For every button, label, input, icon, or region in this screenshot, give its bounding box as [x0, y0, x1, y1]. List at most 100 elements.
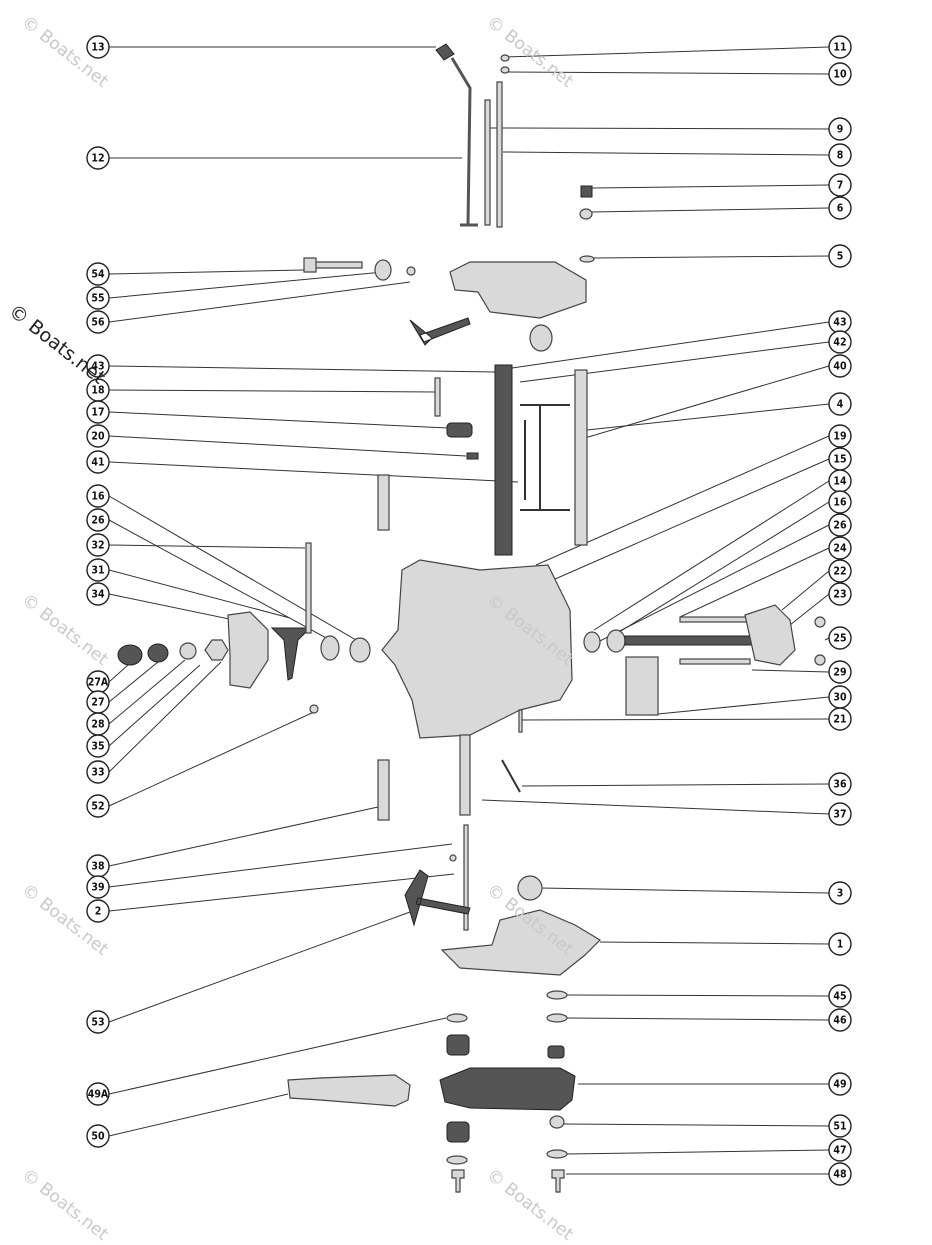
leader-line: [539, 887, 830, 894]
leader-line: [108, 544, 306, 549]
callout-8: 8: [828, 143, 852, 167]
callout-number: 17: [91, 407, 104, 419]
callout-35: 35: [86, 734, 110, 758]
part-41-shaft: [494, 364, 513, 556]
leader-line: [108, 661, 159, 703]
callout-circle: [86, 354, 110, 378]
part-25-nut-b: [814, 654, 826, 666]
leader-line: [519, 341, 830, 383]
callout-27A: 27A: [86, 670, 110, 694]
callout-41: 41: [86, 450, 110, 474]
callout-circle: [828, 330, 852, 354]
callout-number: 3: [837, 888, 844, 900]
leader-line: [577, 365, 830, 441]
callout-34: 34: [86, 582, 110, 606]
callout-number: 20: [91, 431, 105, 443]
callout-12: 12: [86, 146, 110, 170]
callout-circle: [828, 881, 852, 905]
callout-circle: [828, 1138, 852, 1162]
callout-circle: [828, 559, 852, 583]
callout-26: 26: [828, 513, 852, 537]
callout-circle: [86, 582, 110, 606]
callout-circle: [828, 626, 852, 650]
part-46-washer: [546, 1013, 568, 1023]
leader-line: [521, 783, 830, 787]
callout-number: 40: [833, 361, 847, 373]
callout-27: 27: [86, 690, 110, 714]
part-thumb-screw-upper: [409, 317, 471, 346]
leader-line: [108, 269, 305, 275]
callout-number: 30: [833, 692, 847, 704]
callout-16: 16: [86, 484, 110, 508]
callout-circle: [86, 734, 110, 758]
leader-line: [108, 873, 455, 912]
callout-2: 2: [86, 899, 110, 923]
leader-line: [591, 207, 830, 213]
callout-circle: [828, 354, 852, 378]
callout-circle: [828, 707, 852, 731]
leader-line: [789, 593, 830, 626]
callout-circle: [828, 117, 852, 141]
leader-line: [591, 184, 830, 189]
callout-4: 4: [828, 392, 852, 416]
callout-circle: [828, 932, 852, 956]
callout-circle: [86, 794, 110, 818]
callout-number: 5: [837, 251, 844, 263]
callout-15: 15: [828, 447, 852, 471]
callout-11: 11: [828, 35, 852, 59]
callout-50: 50: [86, 1124, 110, 1148]
part-26-washer: [320, 635, 340, 661]
callout-circle: [86, 558, 110, 582]
callout-circle: [86, 760, 110, 784]
leader-line: [108, 519, 331, 641]
part-21-pin: [518, 709, 523, 733]
leader-line: [751, 669, 830, 673]
part-long-pin-upper: [377, 474, 390, 531]
callout-21: 21: [828, 707, 852, 731]
callout-number: 43: [91, 361, 104, 373]
part-22-clamp: [744, 604, 796, 666]
part-56-nut: [406, 266, 416, 276]
part-47-washer: [546, 1149, 568, 1159]
callout-circle: [828, 582, 852, 606]
callout-circle: [86, 400, 110, 424]
part-55-washer: [374, 259, 392, 281]
callout-circle: [828, 1008, 852, 1032]
part-48-screw: [551, 1169, 565, 1193]
callout-number: 48: [833, 1169, 846, 1181]
part-3-pad: [517, 875, 543, 901]
exploded-parts-diagram: 13125455564318172041162632313427A2728353…: [86, 35, 852, 1193]
part-29-bolt: [679, 658, 751, 665]
callout-number: 19: [833, 431, 846, 443]
callout-number: 13: [91, 42, 104, 54]
part-washer-lower-left: [446, 1155, 468, 1165]
callout-circle: [828, 1162, 852, 1186]
callout-circle: [86, 146, 110, 170]
part-5-washer: [579, 255, 595, 263]
callout-number: 53: [91, 1017, 104, 1029]
part-2-thumb-screw: [404, 869, 471, 927]
leader-line: [108, 411, 449, 429]
callout-9: 9: [828, 117, 852, 141]
part-upper-clamp: [449, 261, 587, 319]
part-33-setscrew: [309, 704, 319, 714]
callout-circle: [828, 1114, 852, 1138]
part-bushing-upper-right: [547, 1045, 565, 1059]
callout-number: 56: [91, 317, 105, 329]
callout-number: 34: [91, 589, 105, 601]
callout-number: 49A: [88, 1089, 109, 1101]
part-28-washer: [179, 642, 197, 660]
callout-number: 33: [91, 767, 104, 779]
part-27-cap: [147, 643, 169, 663]
leader-line: [504, 46, 830, 58]
part-45-washer: [546, 990, 568, 1000]
callout-circle: [828, 62, 852, 86]
part-35-nut: [204, 639, 229, 661]
callout-49: 49: [828, 1072, 852, 1096]
part-37-bolt: [459, 734, 471, 816]
leader-line: [563, 1123, 830, 1127]
callout-number: 27A: [88, 677, 109, 689]
callout-number: 45: [833, 991, 846, 1003]
callout-number: 4: [837, 399, 844, 411]
part-6-nut: [579, 208, 593, 220]
